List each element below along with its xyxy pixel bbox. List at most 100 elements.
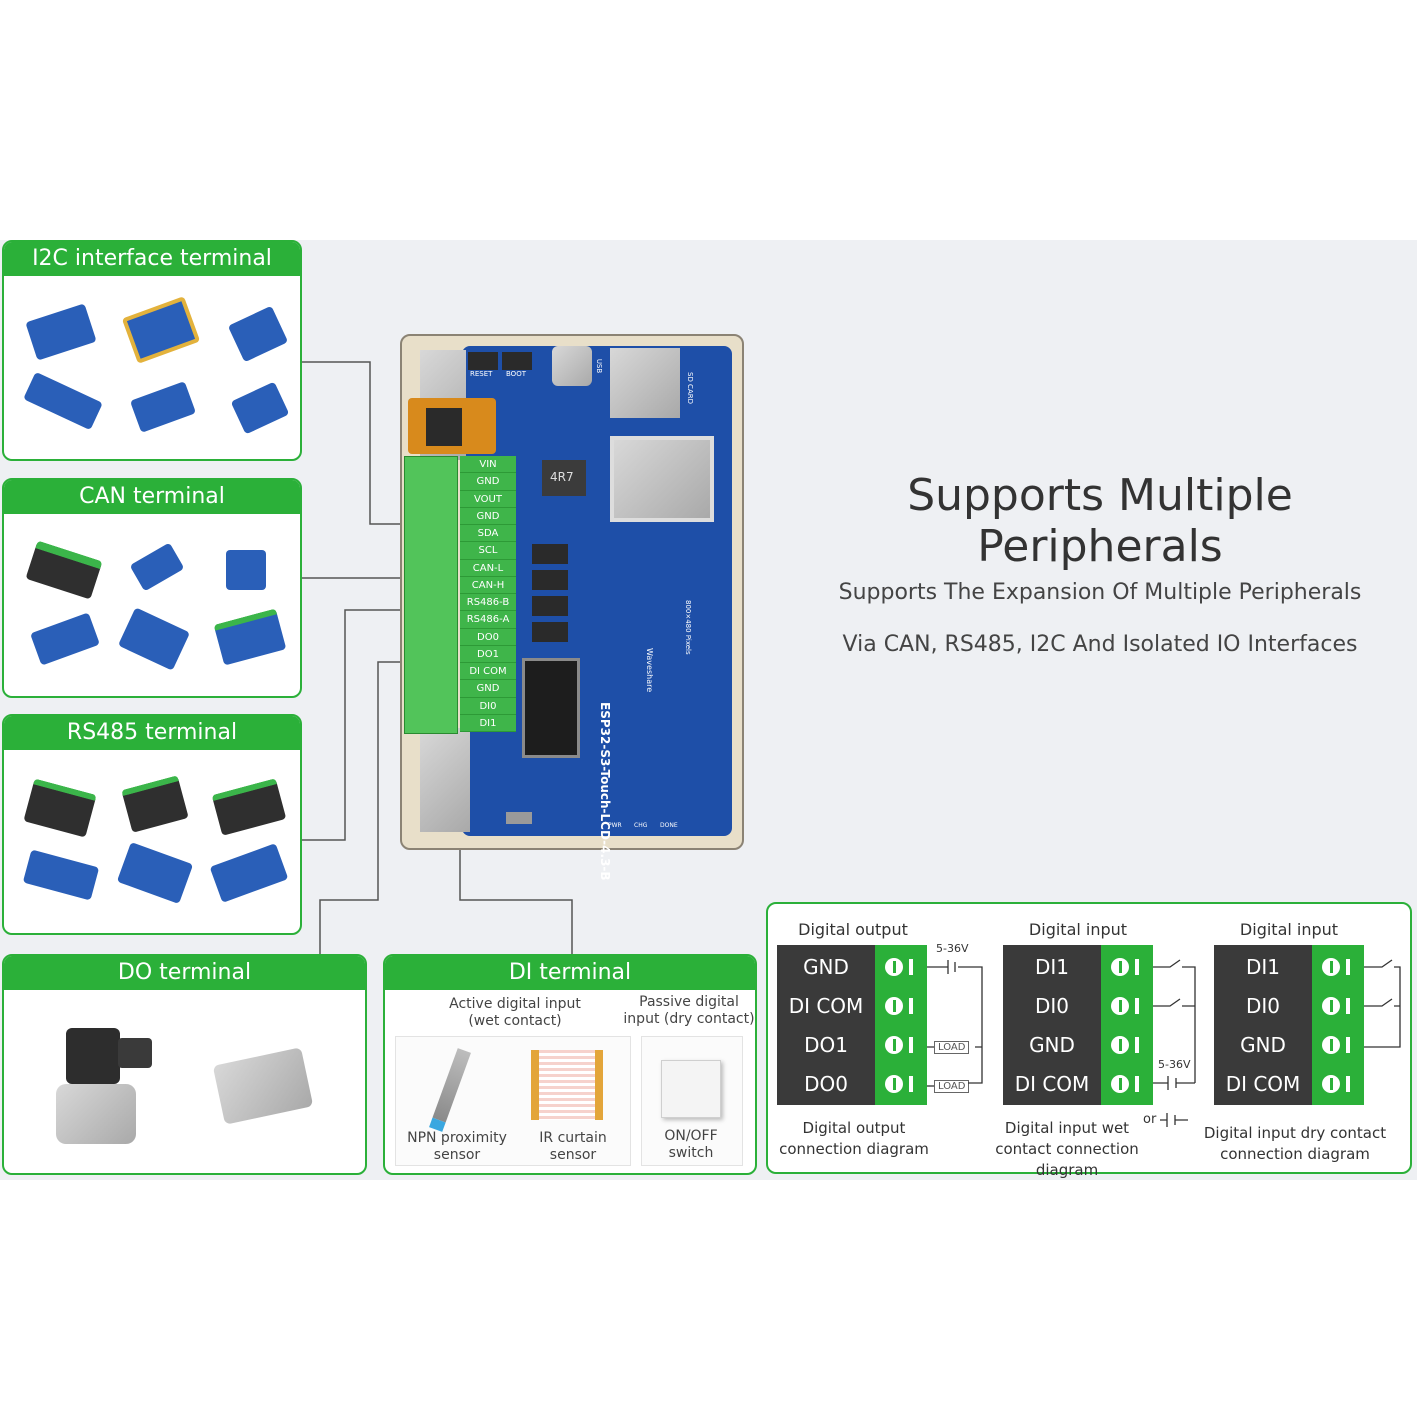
terminal-bar-icon bbox=[1135, 1037, 1139, 1053]
diagram-3-row-4: DI COM bbox=[1225, 1072, 1301, 1096]
diagram-1-load-2: LOAD bbox=[934, 1080, 970, 1093]
board-pin-label: SDA bbox=[460, 525, 516, 543]
ribbon-connector bbox=[522, 658, 580, 758]
diagram-1-voltage: 5-36V bbox=[936, 942, 969, 955]
diagram-3-title: Digital input bbox=[1239, 920, 1339, 939]
diagram-1-row-1: GND bbox=[803, 955, 849, 979]
i2c-panel: I2C interface terminal bbox=[2, 240, 302, 461]
terminal-bar-icon bbox=[1135, 1076, 1139, 1092]
fpc-connector bbox=[426, 408, 462, 446]
diagram-1-title: Digital output bbox=[798, 920, 908, 939]
boot-label: BOOT bbox=[506, 370, 526, 378]
diagram-2-row-4: DI COM bbox=[1014, 1072, 1090, 1096]
active-input-label: Active digital input (wet contact) bbox=[449, 996, 581, 1029]
terminal-bar-icon bbox=[909, 1037, 913, 1053]
led-pwr: PWR bbox=[608, 822, 622, 829]
reset-label: RESET bbox=[470, 370, 493, 378]
diagram-1-row-2: DI COM bbox=[788, 994, 864, 1018]
terminal-bar-icon bbox=[1346, 998, 1350, 1014]
diagram-1-footer: Digital output connection diagram bbox=[779, 1119, 929, 1158]
power-switch bbox=[506, 812, 532, 824]
screw-icon bbox=[1111, 1075, 1129, 1093]
rs485-panel: RS485 terminal bbox=[2, 714, 302, 935]
board-pin-label: DI0 bbox=[460, 698, 516, 715]
rs485-panel-title: RS485 terminal bbox=[4, 716, 300, 750]
diagram-3-row-2: DI0 bbox=[1245, 994, 1281, 1018]
terminal-bar-icon bbox=[1346, 1076, 1350, 1092]
diagram-1-row-3: DO1 bbox=[804, 1033, 848, 1057]
terminal-bar-icon bbox=[909, 998, 913, 1014]
screw-icon bbox=[1322, 997, 1340, 1015]
diagram-2-voltage: 5-36V bbox=[1158, 1058, 1191, 1071]
screw-icon bbox=[1322, 958, 1340, 976]
screw-icon bbox=[885, 958, 903, 976]
screw-icon bbox=[1322, 1036, 1340, 1054]
di-panel-title: DI terminal bbox=[385, 956, 755, 990]
shield-bottom bbox=[420, 728, 470, 832]
switch-image bbox=[661, 1060, 721, 1118]
screw-icon bbox=[1111, 1036, 1129, 1054]
subline-1: Supports The Expansion Of Multiple Perip… bbox=[838, 580, 1362, 605]
subline-2: Via CAN, RS485, I2C And Isolated IO Inte… bbox=[842, 632, 1358, 657]
can-panel: CAN terminal bbox=[2, 478, 302, 698]
headline: Supports Multiple Peripherals bbox=[907, 470, 1293, 572]
relay-chip-2 bbox=[532, 570, 568, 590]
diagram-2-or: or bbox=[1143, 1112, 1157, 1127]
diagram-1-labels bbox=[777, 945, 875, 1105]
board-pin-label: CAN-L bbox=[460, 560, 516, 577]
board-pin-label: DI1 bbox=[460, 715, 516, 732]
diagram-1-row-4: DO0 bbox=[804, 1072, 848, 1096]
di-panel: DI terminal Active digital input (wet co… bbox=[383, 954, 757, 1175]
reset-button bbox=[468, 352, 498, 370]
do-panel: DO terminal bbox=[2, 954, 367, 1175]
relay-chip-3 bbox=[532, 596, 568, 616]
board-pin-label: DI COM bbox=[460, 663, 516, 681]
board-pin-label: GND bbox=[460, 473, 516, 491]
relay-chip-4 bbox=[532, 622, 568, 642]
screw-icon bbox=[1111, 997, 1129, 1015]
ir-curtain-label: IR curtain sensor bbox=[539, 1130, 607, 1163]
usb-port bbox=[552, 346, 592, 386]
board-pin-label: VOUT bbox=[460, 491, 516, 508]
terminal-bar-icon bbox=[1135, 959, 1139, 975]
sd-slot bbox=[610, 348, 680, 418]
diagram-1-load-1: LOAD bbox=[934, 1041, 970, 1054]
board-pin-label: GND bbox=[460, 680, 516, 698]
board-pin-label: DO0 bbox=[460, 629, 516, 646]
diagram-2-row-3: GND bbox=[1029, 1033, 1075, 1057]
diagram-3-footer: Digital input dry contact connection dia… bbox=[1203, 1124, 1387, 1163]
can-panel-title: CAN terminal bbox=[4, 480, 300, 514]
screw-icon bbox=[885, 1075, 903, 1093]
diagram-2-labels bbox=[1003, 945, 1101, 1105]
terminal-bar-icon bbox=[1135, 998, 1139, 1014]
led-chg: CHG bbox=[634, 822, 648, 829]
terminal-bar-icon bbox=[1346, 959, 1350, 975]
relay-chip-1 bbox=[532, 544, 568, 564]
i2c-panel-title: I2C interface terminal bbox=[4, 242, 300, 276]
board-pin-label: GND bbox=[460, 508, 516, 525]
do-panel-title: DO terminal bbox=[4, 956, 365, 990]
terminal-bar-icon bbox=[909, 1076, 913, 1092]
ir-curtain-image bbox=[531, 1050, 603, 1120]
board-pin-label: DO1 bbox=[460, 646, 516, 663]
npn-sensor-label: NPN proximity sensor bbox=[407, 1130, 507, 1163]
switch-label: ON/OFF switch bbox=[664, 1128, 718, 1161]
can-module-3 bbox=[226, 550, 266, 590]
solenoid-valve-image bbox=[56, 1028, 152, 1148]
board-pin-label: SCL bbox=[460, 542, 516, 560]
boot-button bbox=[502, 352, 532, 370]
terminal-bar-icon bbox=[1346, 1037, 1350, 1053]
diagram-2-row-2: DI0 bbox=[1034, 994, 1070, 1018]
diagram-3-row-1: DI1 bbox=[1245, 955, 1281, 979]
screw-icon bbox=[885, 997, 903, 1015]
esp32-module bbox=[610, 436, 714, 522]
diagram-2-row-1: DI1 bbox=[1034, 955, 1070, 979]
diagram-2-title: Digital input bbox=[1028, 920, 1128, 939]
board-pin-label: VIN bbox=[460, 456, 516, 474]
screw-icon bbox=[885, 1036, 903, 1054]
diagram-2-footer: Digital input wet contact connection dia… bbox=[995, 1119, 1139, 1179]
screw-icon bbox=[1111, 958, 1129, 976]
passive-input-label: Passive digital input (dry contact) bbox=[623, 994, 755, 1027]
led-done: DONE bbox=[660, 822, 678, 829]
